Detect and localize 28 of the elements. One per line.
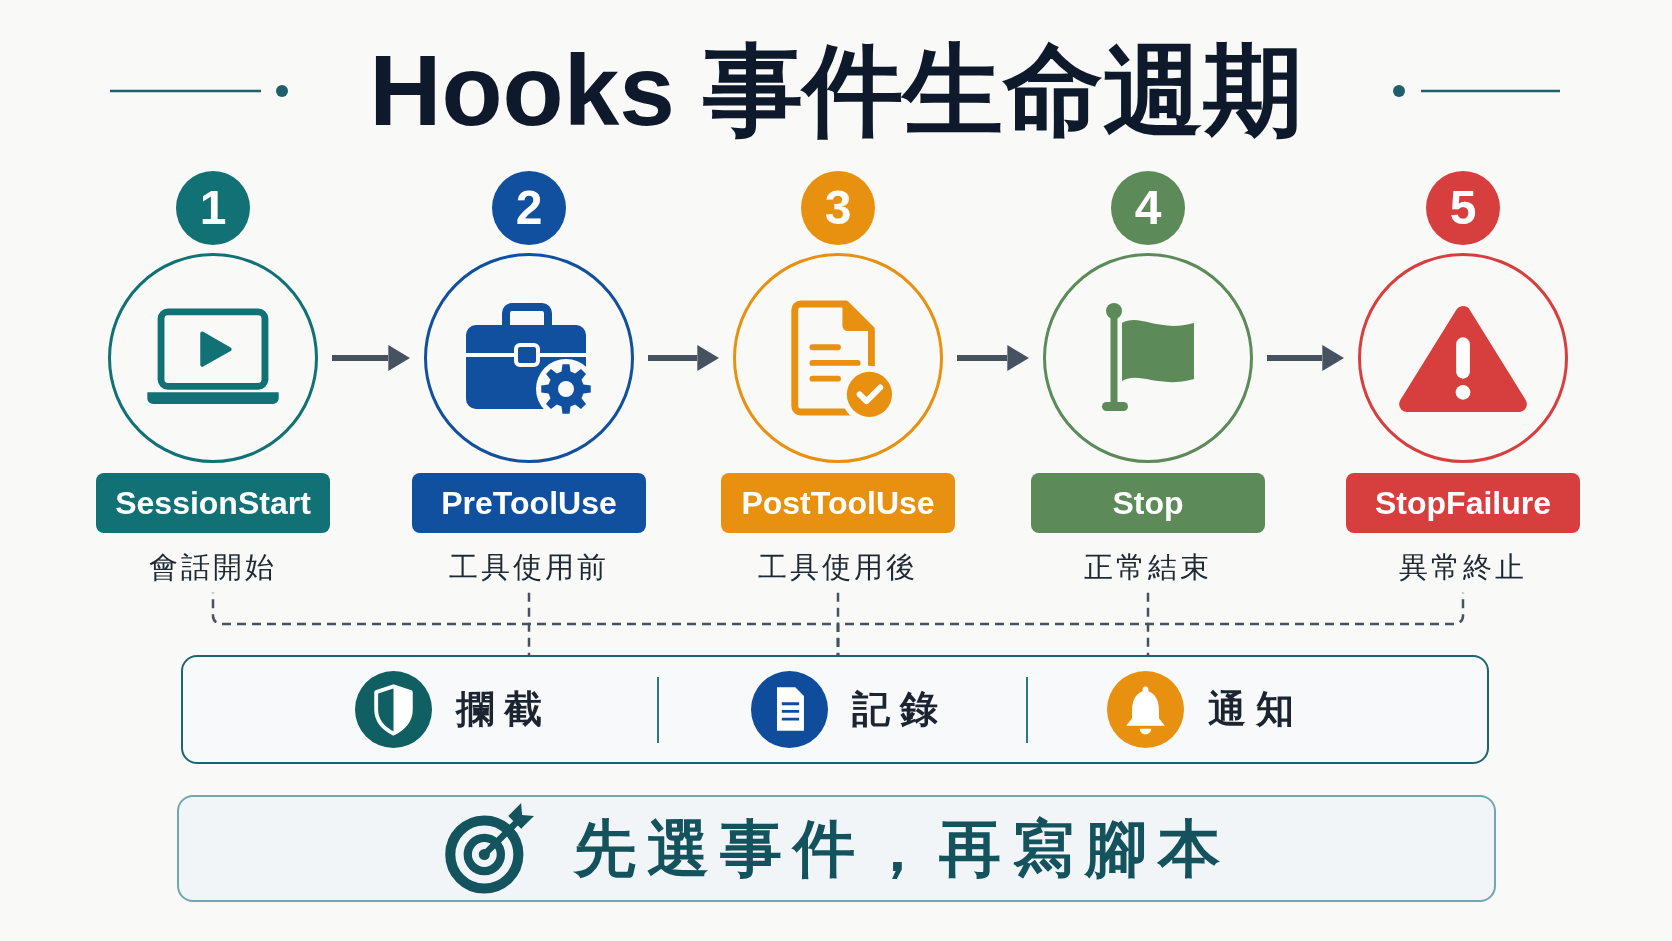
event-name-pill: Stop xyxy=(1031,473,1265,533)
event-name-pill: SessionStart xyxy=(96,473,330,533)
tip-text: 先選事件，再寫腳本 xyxy=(574,812,1231,885)
arrow xyxy=(648,345,719,371)
dashed-connector xyxy=(1146,592,1150,655)
event-description: 會話開始 xyxy=(149,550,277,585)
event-description: 正常結束 xyxy=(1084,550,1212,585)
tip-banner xyxy=(177,795,1496,902)
arrow xyxy=(332,345,410,371)
arrow xyxy=(957,345,1029,371)
event-description: 異常終止 xyxy=(1399,550,1527,585)
event-name-pill: PostToolUse xyxy=(721,473,955,533)
event-description: 工具使用後 xyxy=(758,550,918,585)
step-number-badge: 5 xyxy=(1426,171,1500,245)
step-number-badge: 4 xyxy=(1111,171,1185,245)
action-label: 記錄 xyxy=(852,686,948,732)
action-label: 攔截 xyxy=(456,686,552,732)
title: Hooks 事件生命週期 xyxy=(369,40,1303,140)
arrow xyxy=(1267,345,1344,371)
step-number-badge: 2 xyxy=(492,171,566,245)
step-number-badge: 3 xyxy=(801,171,875,245)
step-number-badge: 1 xyxy=(176,171,250,245)
event-name-pill: PreToolUse xyxy=(412,473,646,533)
dashed-connector xyxy=(527,592,531,655)
action-label: 通知 xyxy=(1208,686,1304,732)
event-description: 工具使用前 xyxy=(449,550,609,585)
action-panel xyxy=(181,655,1489,764)
event-name-pill: StopFailure xyxy=(1346,473,1580,533)
